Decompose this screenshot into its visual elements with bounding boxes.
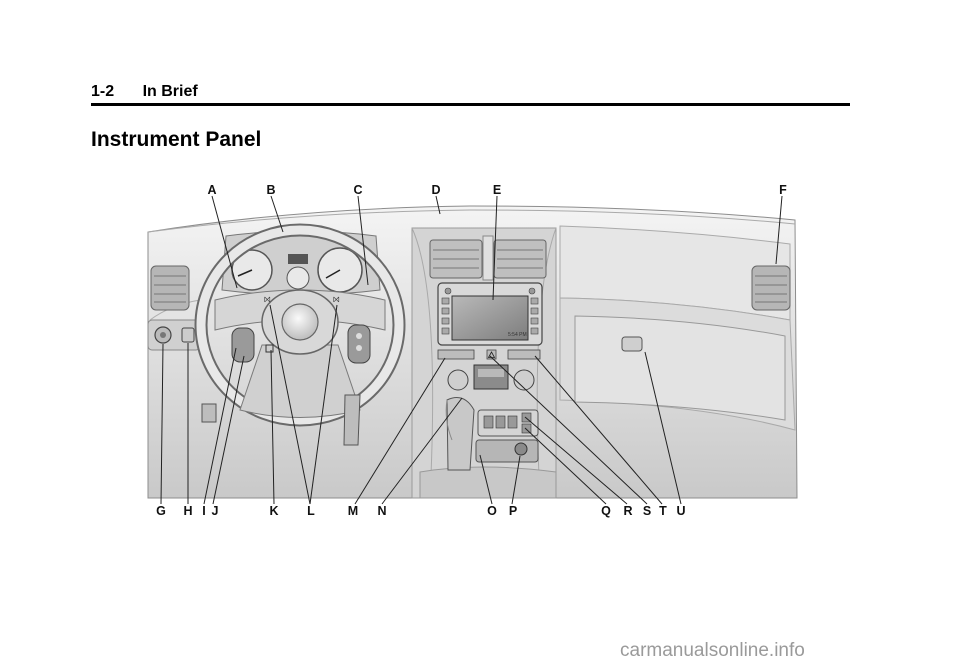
header-rule xyxy=(91,103,850,106)
callout-q: Q xyxy=(601,504,611,518)
callout-m: M xyxy=(348,504,358,518)
callout-l: L xyxy=(307,504,315,518)
steering-wheel-left-controls xyxy=(231,327,255,363)
callout-d: D xyxy=(431,183,440,197)
headlamp-switch xyxy=(147,319,201,351)
callout-a: A xyxy=(207,183,216,197)
glove-box-latch xyxy=(621,336,643,352)
callout-f: F xyxy=(779,183,787,197)
navigation-screen xyxy=(451,295,529,341)
hazard-warning-button xyxy=(486,349,497,360)
callout-s: S xyxy=(643,504,651,518)
lower-console-controls xyxy=(475,409,539,463)
shift-lever xyxy=(445,397,475,471)
callout-u: U xyxy=(676,504,685,518)
svg-text:⨝: ⨝ xyxy=(333,295,340,304)
cruise-icon xyxy=(265,344,274,353)
section-title: In Brief xyxy=(142,83,198,100)
callout-r: R xyxy=(623,504,632,518)
svg-text:⨝: ⨝ xyxy=(264,295,271,304)
page-title: Instrument Panel xyxy=(91,128,262,151)
callout-h: H xyxy=(183,504,192,518)
callout-labels: A B C D E F G H I J K L M N O P Q R S T … xyxy=(156,183,787,518)
radio-clock: 5:54 PM xyxy=(508,332,527,338)
callout-leader-lines xyxy=(160,195,783,505)
climate-controls xyxy=(447,364,535,391)
steering-wheel-hub xyxy=(281,303,319,341)
callout-k: K xyxy=(269,504,278,518)
callout-j: J xyxy=(212,504,219,518)
callout-t: T xyxy=(659,504,667,518)
steering-wheel-right-controls xyxy=(347,324,371,364)
steering-wheel: ⨝ ⨝ xyxy=(194,223,406,427)
navigation-radio-unit: 5:54 PM xyxy=(437,282,543,346)
left-air-vent xyxy=(150,265,190,311)
watermark: carmanualsonline.info xyxy=(620,640,805,661)
callout-c: C xyxy=(353,183,362,197)
callout-b: B xyxy=(266,183,275,197)
page-number: 1-2 xyxy=(91,83,115,100)
callout-i: I xyxy=(202,504,205,518)
right-air-vent xyxy=(751,265,791,311)
callout-n: N xyxy=(377,504,386,518)
center-air-vents xyxy=(429,235,547,281)
button-strip xyxy=(437,349,541,360)
callout-p: P xyxy=(509,504,517,518)
callout-g: G xyxy=(156,504,166,518)
page-header: 1-2 In Brief xyxy=(91,83,198,101)
callout-o: O xyxy=(487,504,497,518)
pedals xyxy=(201,394,361,446)
power-outlet xyxy=(514,442,528,456)
glove-box xyxy=(574,315,786,421)
driver-info-display xyxy=(288,254,308,264)
callout-e: E xyxy=(493,183,501,197)
